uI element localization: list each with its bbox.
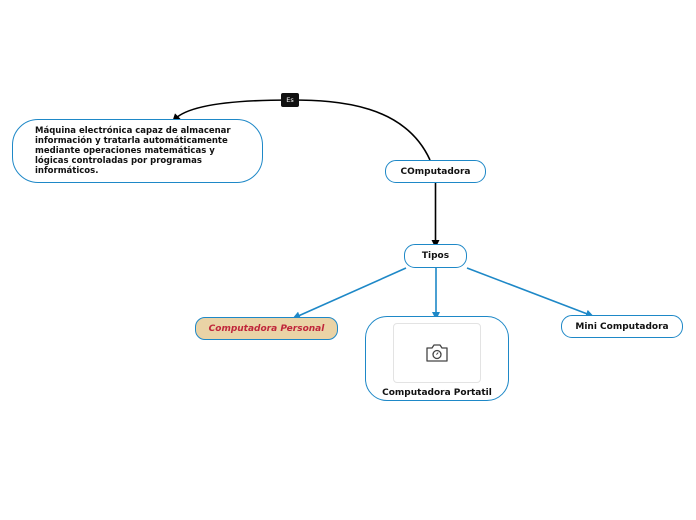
camera-icon (426, 344, 448, 362)
mini-computer-node[interactable]: Mini Computadora (561, 315, 683, 338)
portable-computer-label: Computadora Portatil (382, 388, 492, 398)
root-node-label: COmputadora (400, 166, 471, 177)
tipos-node[interactable]: Tipos (404, 244, 467, 268)
image-placeholder[interactable] (393, 323, 481, 383)
mini-computer-label: Mini Computadora (575, 321, 669, 332)
root-node[interactable]: COmputadora (385, 160, 486, 183)
definition-node[interactable]: Máquina electrónica capaz de almacenar i… (12, 119, 263, 183)
tipos-node-label: Tipos (421, 251, 450, 261)
personal-computer-node[interactable]: Computadora Personal (195, 317, 338, 340)
relation-label-es[interactable]: Es (281, 93, 299, 107)
link-tipos-mini (466, 267, 594, 318)
personal-computer-label: Computadora Personal (208, 323, 325, 334)
portable-computer-node[interactable]: Computadora Portatil (365, 316, 509, 401)
definition-text: Máquina electrónica capaz de almacenar i… (35, 126, 231, 176)
link-tipos-personal (292, 267, 407, 320)
